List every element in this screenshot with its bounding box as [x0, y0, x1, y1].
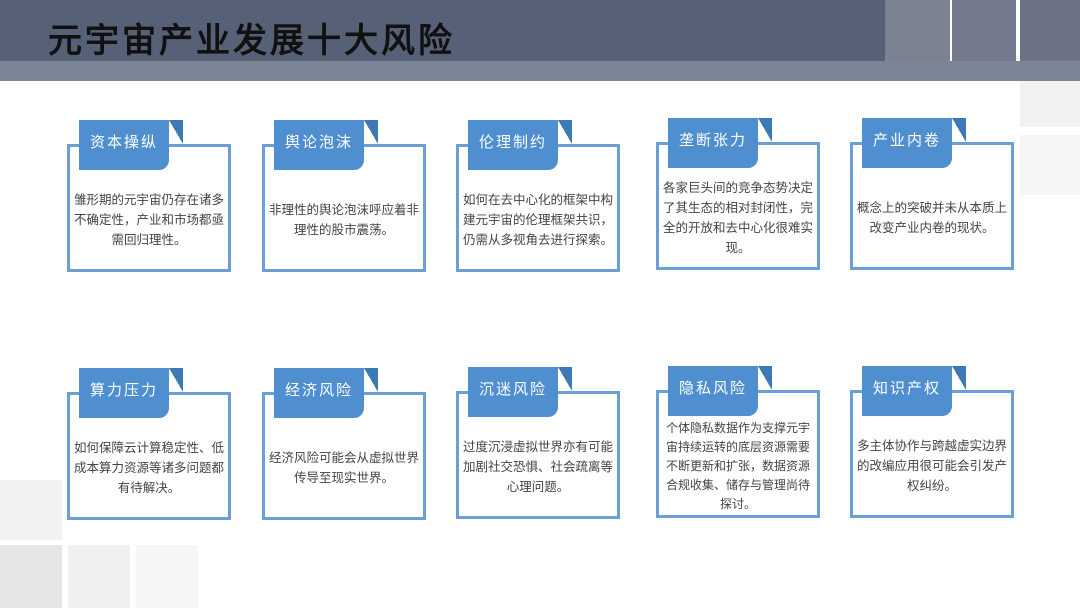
decor-square	[0, 480, 62, 540]
decor-square	[0, 545, 62, 608]
card-description: 多主体协作与跨越虚实边界的改编应用很可能会引发产权纠纷。	[856, 438, 1007, 493]
page-title: 元宇宙产业发展十大风险	[48, 21, 455, 61]
card-description: 概念上的突破并未从本质上改变产业内卷的现状。	[856, 200, 1007, 235]
card-tab-label: 经济风险	[274, 368, 364, 418]
risk-card-involution: 产业内卷 概念上的突破并未从本质上改变产业内卷的现状。	[850, 118, 1014, 270]
risk-card-compute: 算力压力 如何保障云计算稳定性、低成本算力资源等诸多问题都有待解决。	[67, 368, 231, 520]
risk-card-ip: 知识产权 多主体协作与跨越虚实边界的改编应用很可能会引发产权纠纷。	[850, 366, 1014, 518]
decor-square	[136, 545, 198, 608]
card-description: 如何保障云计算稳定性、低成本算力资源等诸多问题都有待解决。	[73, 440, 224, 495]
card-description: 过度沉浸虚拟世界亦有可能加剧社交恐惧、社会疏离等心理问题。	[462, 439, 613, 494]
tab-fold-corner	[952, 366, 966, 390]
card-description: 各家巨头间的竞争态势决定了其生态的相对封闭性，完全的开放和去中心化很难实现。	[662, 180, 813, 255]
decor-square	[1020, 135, 1080, 195]
card-description: 非理性的舆论泡沫呼应着非理性的股市震荡。	[268, 202, 419, 237]
card-description: 雏形期的元宇宙仍存在诸多不确定性，产业和市场都亟需回归理性。	[73, 192, 224, 247]
card-tab-label: 隐私风险	[668, 366, 758, 416]
card-tab-label: 知识产权	[862, 366, 952, 416]
tab-fold-corner	[758, 118, 772, 142]
card-tab-label: 算力压力	[79, 368, 169, 418]
tab-fold-corner	[169, 120, 183, 144]
decor-square	[68, 545, 130, 608]
card-tab-label: 沉迷风险	[468, 367, 558, 417]
header-band	[0, 0, 885, 61]
tab-fold-corner	[364, 368, 378, 392]
tab-fold-corner	[169, 368, 183, 392]
card-description: 如何在去中心化的框架中构建元宇宙的伦理框架共识，仍需从多视角去进行探索。	[462, 192, 613, 247]
risk-card-privacy: 隐私风险 个体隐私数据作为支撑元宇宙持续运转的底层资源需要不断更新和扩张，数据资…	[656, 366, 820, 518]
card-tab-label: 伦理制约	[468, 120, 558, 170]
tab-fold-corner	[558, 120, 572, 144]
risk-card-capital: 资本操纵 雏形期的元宇宙仍存在诸多不确定性，产业和市场都亟需回归理性。	[67, 120, 231, 272]
tab-fold-corner	[952, 118, 966, 142]
decor-square	[1020, 0, 1080, 61]
tab-fold-corner	[758, 366, 772, 390]
card-description: 经济风险可能会从虚拟世界传导至现实世界。	[268, 450, 419, 485]
decor-square	[885, 0, 950, 61]
risk-card-monopoly: 垄断张力 各家巨头间的竞争态势决定了其生态的相对封闭性，完全的开放和去中心化很难…	[656, 118, 820, 270]
risk-card-economic: 经济风险 经济风险可能会从虚拟世界传导至现实世界。	[262, 368, 426, 520]
risk-card-opinion: 舆论泡沫 非理性的舆论泡沫呼应着非理性的股市震荡。	[262, 120, 426, 272]
decor-square	[952, 0, 1016, 61]
card-tab-label: 垄断张力	[668, 118, 758, 168]
risk-card-addiction: 沉迷风险 过度沉浸虚拟世界亦有可能加剧社交恐惧、社会疏离等心理问题。	[456, 367, 620, 519]
decor-square	[1020, 81, 1080, 127]
card-tab-label: 产业内卷	[862, 118, 952, 168]
card-description: 个体隐私数据作为支撑元宇宙持续运转的底层资源需要不断更新和扩张，数据资源合规收集…	[665, 420, 810, 511]
card-tab-label: 舆论泡沫	[274, 120, 364, 170]
risk-card-ethics: 伦理制约 如何在去中心化的框架中构建元宇宙的伦理框架共识，仍需从多视角去进行探索…	[456, 120, 620, 272]
header-underline-band	[0, 61, 1080, 81]
tab-fold-corner	[558, 367, 572, 391]
card-tab-label: 资本操纵	[79, 120, 169, 170]
tab-fold-corner	[364, 120, 378, 144]
